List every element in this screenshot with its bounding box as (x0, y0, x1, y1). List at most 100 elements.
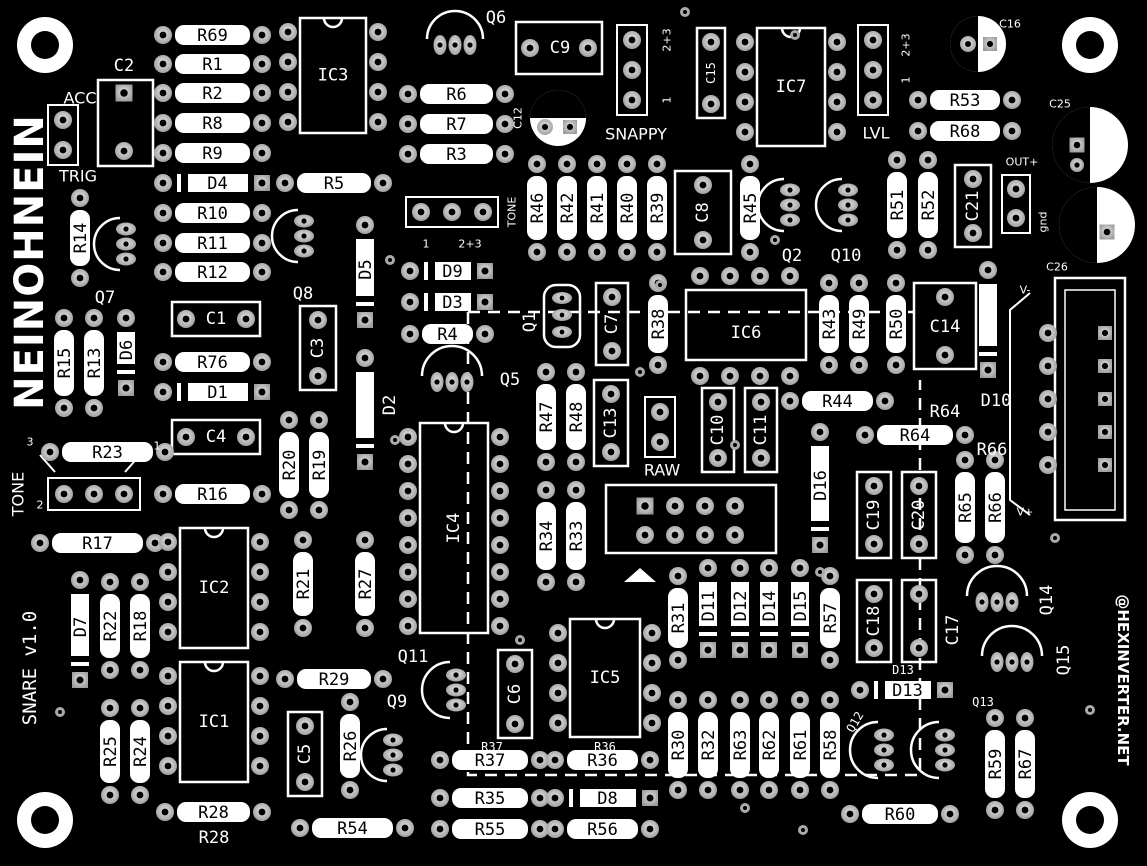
pad-hole (258, 179, 266, 187)
raw-header-outline (644, 396, 676, 458)
diode-band (181, 174, 188, 192)
resistor-ref-r10: R10 (197, 204, 228, 224)
capacitor-outline (695, 26, 727, 120)
pad-hole (242, 433, 250, 441)
pad-hole (566, 123, 574, 131)
pad-hole (496, 541, 504, 549)
pad-hole (961, 456, 969, 464)
pad-hole (541, 123, 549, 131)
pad-hole (1101, 461, 1109, 469)
pad-hole (1008, 127, 1016, 135)
pad-hole (714, 398, 722, 406)
ic-ref-ic6: IC6 (731, 323, 762, 343)
pad-hole (741, 68, 749, 76)
pad-hole (256, 598, 264, 606)
tune-header-outline (47, 477, 141, 511)
pad-hole (136, 666, 144, 674)
resistor-body (930, 90, 1000, 110)
pad-hole (736, 646, 744, 654)
pad-hole (572, 458, 580, 466)
pad-hole (961, 431, 969, 439)
diode-ref-d14: D14 (760, 591, 780, 622)
resistor-ref-r66: R66 (986, 492, 1006, 523)
pad-hole (536, 756, 544, 764)
pad-hole (136, 704, 144, 712)
pad-hole (406, 267, 414, 275)
capacitor-outline (855, 578, 893, 664)
ic-notch (594, 618, 616, 630)
diode-band (117, 364, 135, 370)
diode-body (71, 594, 89, 666)
resistor-ref-r23: R23 (92, 443, 123, 463)
transistor-ref-q6: Q6 (486, 8, 506, 28)
resistor-body (566, 502, 586, 570)
pad-hole (1044, 395, 1052, 403)
transistor-ref-q11: Q11 (398, 647, 429, 667)
diode-body (177, 383, 248, 401)
resistor-ref-r49: R49 (850, 309, 870, 340)
pad-hole (1101, 329, 1109, 337)
pad-hole (436, 825, 444, 833)
pad-hole (346, 698, 354, 706)
pad-hole (401, 824, 409, 832)
pad-hole (404, 433, 412, 441)
pad-hole (161, 808, 169, 816)
pad-hole (120, 89, 128, 97)
resistor-ref-r35: R35 (475, 789, 506, 809)
lvl-header-outline (857, 24, 889, 116)
capacitor-ref-c5: C5 (295, 744, 315, 764)
pad-hole (301, 722, 309, 730)
capacitor-ref-c17: C17 (943, 615, 963, 646)
pad-hole (646, 825, 654, 833)
resistor-ref-r48: R48 (567, 402, 587, 433)
resistor-ref-r66-text: R66 (977, 440, 1008, 460)
pad-hole (533, 248, 541, 256)
capacitor-outline (170, 418, 262, 456)
pad-hole (46, 448, 54, 456)
pad-hole (496, 595, 504, 603)
via-hole (801, 828, 805, 832)
ic-outline (298, 16, 368, 135)
resistor-body (130, 720, 150, 783)
pad-hole (159, 179, 167, 187)
pad-hole (1101, 428, 1109, 436)
pad-hole (881, 397, 889, 405)
resistor-body (849, 295, 869, 353)
transistor-ref-q15: Q15 (1054, 645, 1074, 676)
pad-hole (869, 66, 877, 74)
pad-hole (404, 150, 412, 158)
resistor-ref-r51: R51 (888, 190, 908, 221)
pad-hole (122, 384, 130, 392)
pad-hole (1009, 599, 1015, 605)
resistor-body (886, 295, 906, 353)
pad-hole (1008, 96, 1016, 104)
pad-hole (120, 490, 128, 498)
transistor-ref-q8: Q8 (293, 284, 313, 304)
transistor-outline (814, 177, 843, 233)
website: @HEXINVERTER.NET (1114, 594, 1132, 766)
pad-hole (893, 246, 901, 254)
pad-hole (765, 696, 773, 704)
pad-hole (449, 379, 455, 385)
resistor-body (820, 588, 840, 648)
capacitor-outline (743, 386, 779, 474)
pad-hole (258, 209, 266, 217)
pad-hole (1044, 362, 1052, 370)
pad-hole (76, 194, 84, 202)
resistor-body (452, 788, 528, 808)
resistor-body (175, 233, 250, 253)
transistor-ref-q1: Q1 (520, 312, 540, 332)
ic-outline (178, 660, 250, 784)
pad-hole (361, 624, 369, 632)
capacitor-outline (298, 304, 338, 392)
diode-band (699, 626, 717, 632)
resistor-ref-r76: R76 (197, 353, 228, 373)
pad-hole (379, 179, 387, 187)
resistor-body (647, 176, 667, 240)
diode-body (731, 582, 749, 636)
pad-hole (59, 116, 67, 124)
resistor-ref-r56: R56 (587, 820, 618, 840)
resistor-ref-r9: R9 (202, 144, 222, 164)
pad-hole (757, 398, 765, 406)
pad-hole (572, 486, 580, 494)
